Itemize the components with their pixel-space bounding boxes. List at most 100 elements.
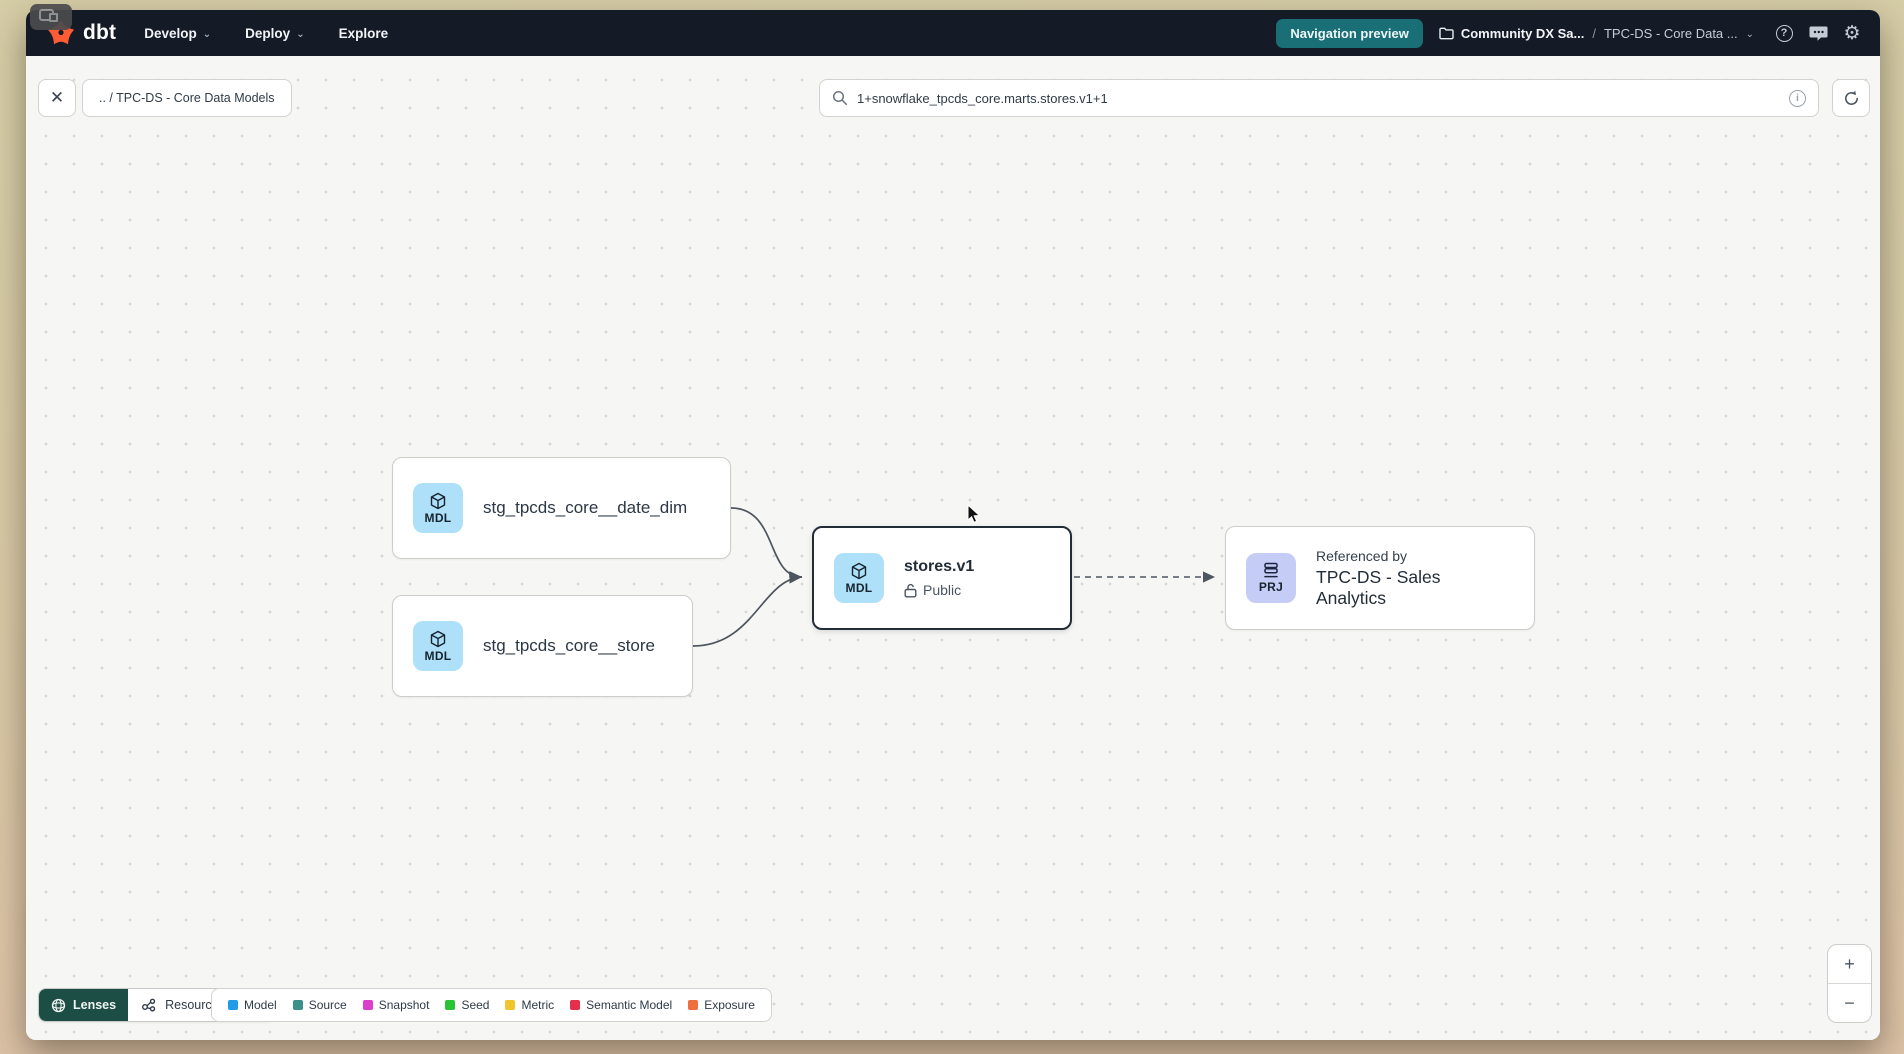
breadcrumb-project-label: Community DX Sa... bbox=[1460, 25, 1585, 41]
folder-icon bbox=[1439, 27, 1454, 39]
chevron-down-icon[interactable]: ⌄ bbox=[1745, 28, 1754, 40]
node-title: TPC-DS - Sales Analytics bbox=[1316, 566, 1441, 608]
dbt-logo[interactable]: dbt bbox=[46, 18, 116, 48]
node-stores-v1-selected[interactable]: MDL stores.v1 Public bbox=[812, 526, 1072, 630]
legend-item-seed: Seed bbox=[445, 998, 489, 1012]
node-text-column: Referenced by TPC-DS - Sales Analytics bbox=[1316, 548, 1514, 609]
zoom-in-button[interactable]: + bbox=[1828, 945, 1871, 984]
node-referenced-by-project[interactable]: PRJ Referenced by TPC-DS - Sales Analyti… bbox=[1225, 526, 1535, 630]
referenced-by-label: Referenced by bbox=[1316, 547, 1408, 564]
menu-explore[interactable]: Explore bbox=[339, 26, 389, 41]
edge-store-to-stores bbox=[692, 571, 803, 647]
lenses-button[interactable]: Lenses bbox=[39, 989, 129, 1021]
access-label: Public bbox=[923, 582, 962, 598]
lens-sphere-icon bbox=[51, 998, 66, 1012]
stacked-trays-icon bbox=[1264, 562, 1278, 578]
legend-label: Exposure bbox=[704, 998, 755, 1012]
node-stg-tpcds-core-store[interactable]: MDL stg_tpcds_core__store bbox=[392, 595, 693, 697]
capture-overlay-artifact bbox=[30, 4, 72, 30]
navbar-icon-group: ? ⚙ bbox=[1774, 23, 1862, 43]
legend-item-snapshot: Snapshot bbox=[362, 998, 430, 1012]
badge-label: MDL bbox=[424, 648, 452, 663]
legend-swatch bbox=[362, 1000, 373, 1010]
node-label: stg_tpcds_core__store bbox=[483, 636, 655, 655]
legend-label: Semantic Model bbox=[586, 998, 673, 1012]
navbar-right: Navigation preview Community DX Sa... / … bbox=[1276, 18, 1862, 48]
zoom-controls: + − bbox=[1827, 944, 1872, 1023]
dbt-app-window: dbt Develop ⌄ Deploy ⌄ Explore Navigatio… bbox=[26, 10, 1880, 1040]
lineage-context-chip[interactable]: .. / TPC-DS - Core Data Models bbox=[82, 79, 292, 117]
help-icon: ? bbox=[1775, 24, 1793, 42]
legend-item-source: Source bbox=[292, 998, 347, 1012]
cube-icon bbox=[430, 630, 446, 647]
settings-button[interactable]: ⚙ bbox=[1842, 23, 1862, 43]
lenses-label: Lenses bbox=[73, 998, 117, 1012]
legend-swatch bbox=[228, 1000, 238, 1010]
legend-swatch bbox=[445, 1000, 456, 1010]
model-badge: MDL bbox=[413, 483, 463, 533]
mouse-cursor bbox=[967, 504, 981, 523]
model-badge: MDL bbox=[834, 553, 884, 603]
navigation-preview-badge[interactable]: Navigation preview bbox=[1276, 18, 1423, 48]
legend-label: Model bbox=[244, 998, 277, 1012]
lineage-search-bar: i bbox=[819, 79, 1819, 117]
search-icon bbox=[832, 90, 848, 106]
legend-swatch bbox=[505, 1000, 516, 1010]
legend-label: Seed bbox=[461, 998, 490, 1012]
menu-deploy-label: Deploy bbox=[245, 25, 291, 41]
feedback-button[interactable] bbox=[1808, 23, 1828, 43]
lineage-canvas[interactable]: ✕ .. / TPC-DS - Core Data Models i bbox=[26, 56, 1880, 1040]
refresh-icon bbox=[1844, 90, 1858, 105]
unlock-icon bbox=[904, 583, 917, 598]
chevron-down-icon: ⌄ bbox=[296, 28, 305, 40]
node-stg-tpcds-core-date-dim[interactable]: MDL stg_tpcds_core__date_dim bbox=[392, 457, 731, 559]
chevron-down-icon: ⌄ bbox=[202, 28, 212, 40]
chat-bubble-icon bbox=[1809, 26, 1827, 41]
breadcrumb-project[interactable]: Community DX Sa... bbox=[1439, 25, 1585, 41]
info-icon[interactable]: i bbox=[1789, 89, 1806, 107]
resource-graph-icon bbox=[142, 998, 156, 1012]
badge-label: MDL bbox=[424, 510, 452, 525]
project-badge: PRJ bbox=[1246, 553, 1296, 603]
legend-item-model: Model bbox=[228, 998, 277, 1012]
breadcrumb: Community DX Sa... / TPC-DS - Core Data … bbox=[1439, 26, 1754, 41]
main-menu: Develop ⌄ Deploy ⌄ Explore bbox=[144, 26, 388, 41]
legend-item-semantic-model: Semantic Model bbox=[570, 998, 672, 1012]
legend-swatch bbox=[570, 1000, 581, 1010]
gear-icon: ⚙ bbox=[1843, 22, 1861, 44]
refresh-lineage-button[interactable] bbox=[1832, 79, 1870, 117]
legend-swatch bbox=[688, 1000, 699, 1010]
legend-item-metric: Metric bbox=[505, 998, 554, 1012]
breadcrumb-separator: / bbox=[1592, 25, 1596, 41]
legend-label: Source bbox=[308, 998, 347, 1012]
capture-overlay-icon bbox=[39, 9, 58, 22]
badge-label: MDL bbox=[845, 580, 873, 595]
node-label: stg_tpcds_core__date_dim bbox=[483, 498, 688, 517]
node-access: Public bbox=[904, 582, 974, 598]
resource-legend: Model Source Snapshot Seed Metric Semant… bbox=[211, 988, 772, 1022]
zoom-out-button[interactable]: − bbox=[1844, 992, 1855, 1013]
menu-explore-label: Explore bbox=[338, 25, 389, 41]
node-title: stores.v1 bbox=[904, 558, 975, 575]
menu-deploy[interactable]: Deploy ⌄ bbox=[245, 26, 304, 41]
badge-label: PRJ bbox=[1258, 580, 1284, 594]
dbt-logo-text: dbt bbox=[83, 21, 117, 44]
menu-develop[interactable]: Develop ⌄ bbox=[144, 26, 211, 41]
dbt-logo-icon bbox=[47, 19, 75, 45]
legend-label: Snapshot bbox=[378, 998, 430, 1012]
menu-develop-label: Develop bbox=[144, 25, 197, 41]
cube-icon bbox=[430, 492, 446, 509]
top-navbar: dbt Develop ⌄ Deploy ⌄ Explore Navigatio… bbox=[26, 10, 1880, 56]
cube-icon bbox=[851, 562, 867, 579]
close-lineage-button[interactable]: ✕ bbox=[38, 79, 76, 117]
selector-search-input[interactable] bbox=[857, 90, 1780, 106]
close-icon: ✕ bbox=[49, 88, 65, 107]
legend-item-exposure: Exposure bbox=[688, 998, 755, 1012]
legend-label: Metric bbox=[521, 998, 555, 1012]
edge-date-dim-to-stores bbox=[730, 507, 803, 583]
legend-swatch bbox=[292, 1000, 303, 1010]
model-badge: MDL bbox=[413, 621, 463, 671]
node-text-column: stores.v1 Public bbox=[904, 558, 974, 598]
breadcrumb-current[interactable]: TPC-DS - Core Data ... bbox=[1603, 25, 1738, 41]
help-button[interactable]: ? bbox=[1774, 23, 1794, 43]
